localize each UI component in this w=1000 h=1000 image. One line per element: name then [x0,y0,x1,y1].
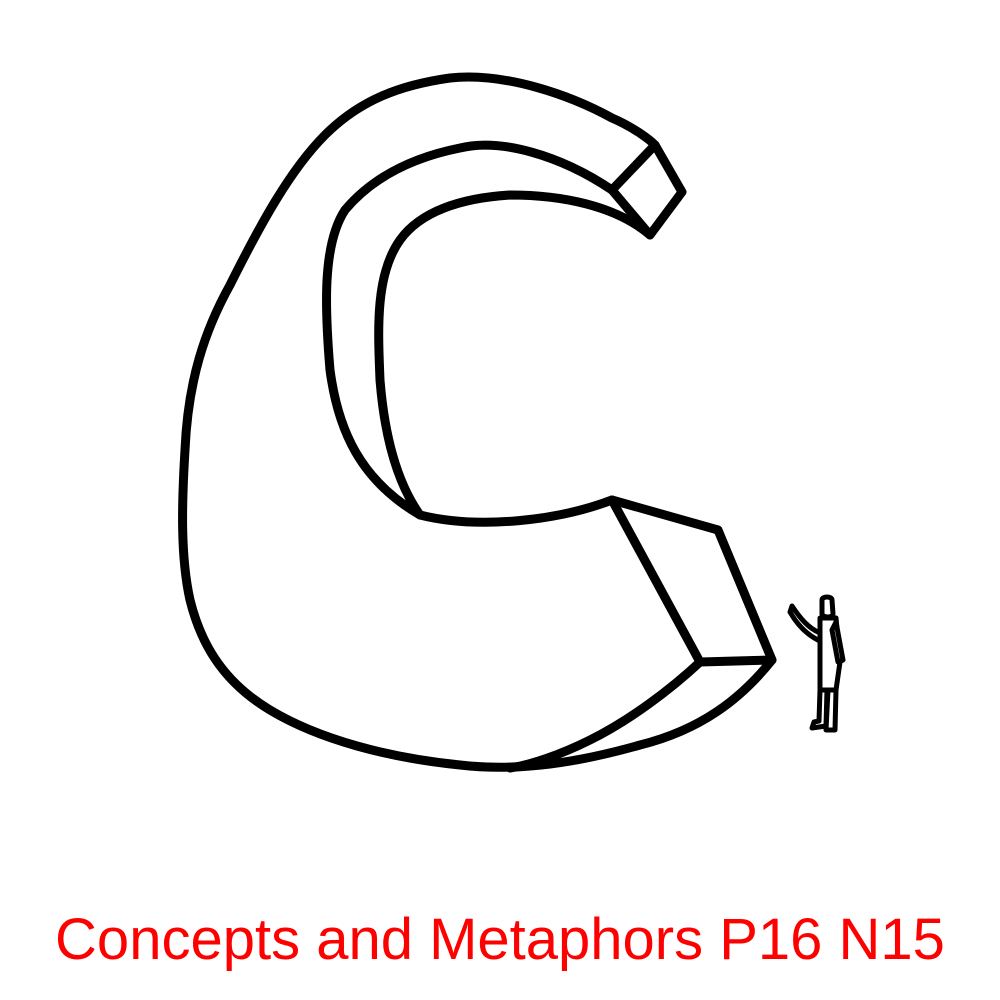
letter-c-outer-outline [178,72,777,772]
person-lowered-arm [829,619,846,665]
person-waving-figure [787,594,846,733]
caption-text: Concepts and Metaphors P16 N15 [55,907,945,972]
person-raised-arm [787,603,825,645]
person-head [819,594,836,620]
person-right-leg [823,687,839,733]
letter-c-top-cap [607,140,687,240]
letter-c-illustration [178,72,846,773]
letter-c [178,72,777,773]
letter-c-bottom-block-edge [505,657,705,773]
letter-c-inner-depth [374,190,655,520]
